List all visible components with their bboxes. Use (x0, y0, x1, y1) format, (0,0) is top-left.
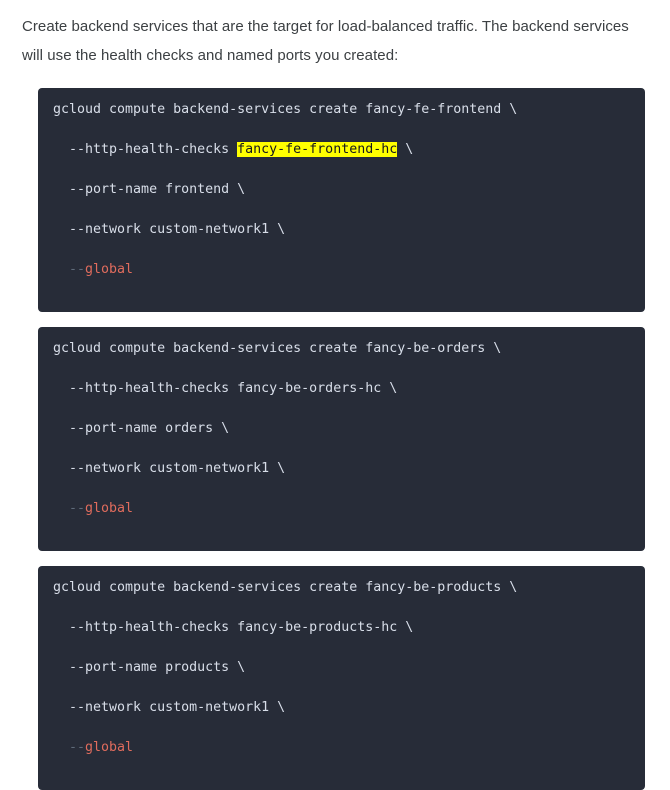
code-line: --global (53, 260, 631, 280)
code-token: --http-health-checks fancy-be-products-h… (53, 620, 414, 635)
code-line: gcloud compute backend-services create f… (53, 339, 631, 359)
code-line: --network custom-network1 \ (53, 698, 631, 718)
code-line: --network custom-network1 \ (53, 459, 631, 479)
code-token: -- (53, 262, 86, 277)
code-line: --port-name products \ (53, 658, 631, 678)
code-token: --network custom-network1 \ (53, 461, 286, 476)
code-block-list: gcloud compute backend-services create f… (0, 88, 670, 790)
code-line: --network custom-network1 \ (53, 220, 631, 240)
code-token: global (85, 740, 134, 755)
code-token: --port-name orders \ (53, 421, 230, 436)
code-line: --http-health-checks fancy-be-orders-hc … (53, 379, 631, 399)
code-token: -- (53, 740, 86, 755)
code-token: --network custom-network1 \ (53, 700, 286, 715)
code-token: --http-health-checks (53, 142, 238, 157)
code-token: gcloud compute backend-services create f… (53, 580, 518, 595)
code-line: --global (53, 738, 631, 758)
code-line: gcloud compute backend-services create f… (53, 578, 631, 598)
code-block[interactable]: gcloud compute backend-services create f… (38, 327, 645, 551)
code-token: global (85, 262, 134, 277)
document-page: Create backend services that are the tar… (22, 18, 645, 790)
code-line: --http-health-checks fancy-fe-frontend-h… (53, 140, 631, 160)
code-text[interactable]: gcloud compute backend-services create f… (53, 100, 631, 300)
code-line: --http-health-checks fancy-be-products-h… (53, 618, 631, 638)
code-token: -- (53, 501, 86, 516)
code-block[interactable]: gcloud compute backend-services create f… (38, 88, 645, 312)
code-token: --port-name products \ (53, 660, 246, 675)
code-token: global (85, 501, 134, 516)
intro-paragraph: Create backend services that are the tar… (22, 18, 629, 64)
code-line: gcloud compute backend-services create f… (53, 100, 631, 120)
code-block[interactable]: gcloud compute backend-services create f… (38, 566, 645, 790)
code-text[interactable]: gcloud compute backend-services create f… (53, 578, 631, 778)
code-text[interactable]: gcloud compute backend-services create f… (53, 339, 631, 539)
code-token: --http-health-checks fancy-be-orders-hc … (53, 381, 398, 396)
code-token: gcloud compute backend-services create f… (53, 102, 518, 117)
code-token: gcloud compute backend-services create f… (53, 341, 502, 356)
code-token: --network custom-network1 \ (53, 222, 286, 237)
code-token: \ (397, 142, 414, 157)
code-line: --port-name orders \ (53, 419, 631, 439)
code-token: --port-name frontend \ (53, 182, 246, 197)
highlighted-token[interactable]: fancy-fe-frontend-hc (237, 142, 398, 157)
code-line: --port-name frontend \ (53, 180, 631, 200)
code-line: --global (53, 499, 631, 519)
